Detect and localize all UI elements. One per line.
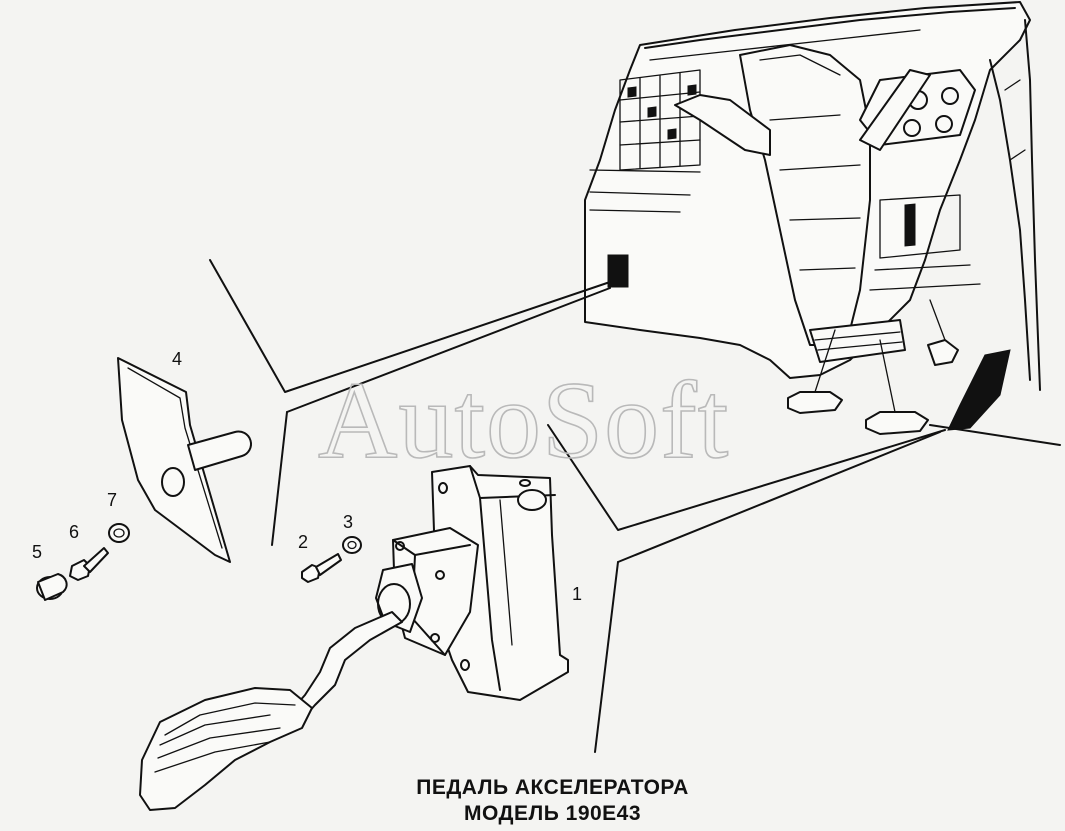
callout-labels: 4 7 6 5 2 3 1 — [32, 349, 582, 604]
mount-location-marker — [607, 254, 629, 288]
pedal-assembly — [139, 465, 569, 811]
cap-5 — [36, 573, 68, 601]
washer-3 — [342, 536, 362, 554]
cover-plate — [117, 357, 252, 563]
watermark: AutoSoft — [318, 359, 729, 481]
callout-7: 7 — [107, 490, 117, 510]
dash-switch-panel — [619, 69, 701, 171]
callout-6: 6 — [69, 522, 79, 542]
instrument-cluster — [859, 69, 976, 151]
callout-1: 1 — [572, 584, 582, 604]
screw-6 — [69, 547, 109, 581]
cab-pedals — [787, 299, 1011, 435]
caption-model: МОДЕЛЬ 190Е43 — [463, 802, 642, 825]
callout-3: 3 — [343, 512, 353, 532]
callout-4: 4 — [172, 349, 182, 369]
washer-7 — [108, 523, 130, 543]
callout-5: 5 — [32, 542, 42, 562]
cab-interior — [584, 1, 1061, 446]
leader-lines — [209, 259, 946, 753]
callout-2: 2 — [298, 532, 308, 552]
caption-title: ПЕДАЛЬ АКСЕЛЕРАТОРА — [416, 776, 689, 799]
bolt-2 — [301, 553, 342, 583]
steering-column — [674, 44, 906, 363]
